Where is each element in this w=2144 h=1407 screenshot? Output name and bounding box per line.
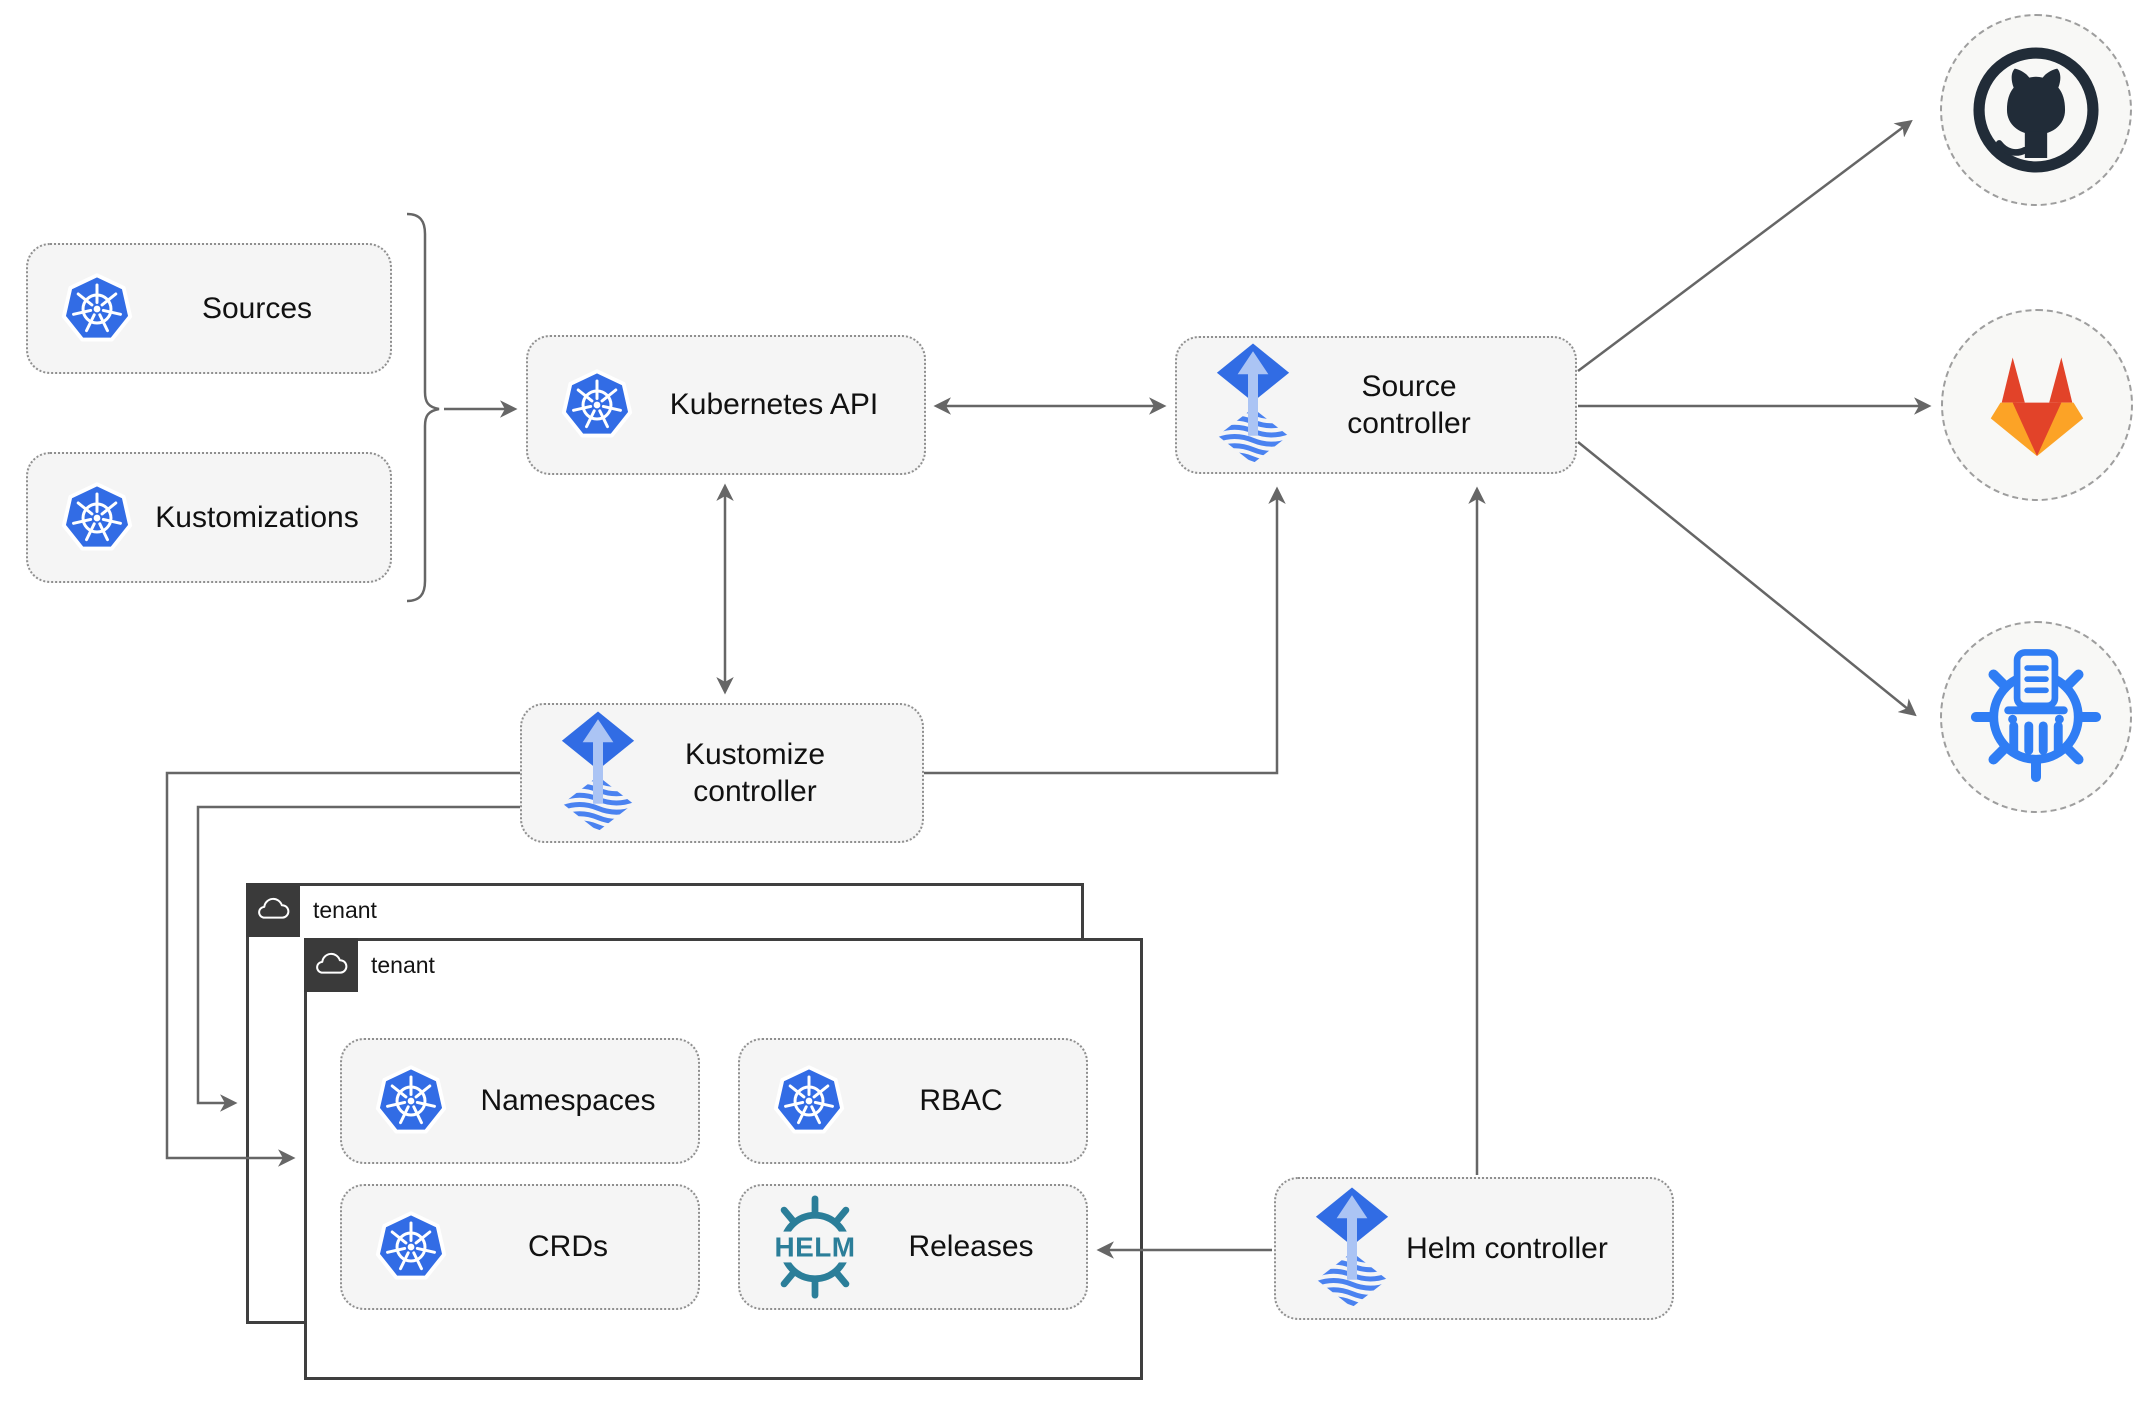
node-label: Sources: [201, 291, 313, 325]
flux-icon: [1213, 342, 1293, 468]
remote-github: [1940, 14, 2132, 206]
kubernetes-icon: [61, 272, 133, 341]
node-label: RBAC: [919, 1084, 1003, 1118]
node-label: Helm controller: [1406, 1231, 1608, 1265]
node-rbac: RBAC: [738, 1038, 1088, 1164]
flux-icon: [558, 710, 638, 836]
cloud-icon: [258, 897, 290, 919]
node-label: CRDs: [528, 1230, 608, 1264]
helm-logo-text: HELM: [774, 1232, 855, 1263]
tenant-label: tenant: [313, 896, 377, 923]
helm-icon: HELM: [762, 1194, 868, 1300]
node-namespaces: Namespaces: [340, 1038, 700, 1164]
helm-repository-icon: [1967, 648, 2105, 786]
kubernetes-icon: [773, 1065, 845, 1134]
node-kubernetes-api: Kubernetes API: [526, 335, 926, 475]
node-sources: Sources: [26, 243, 392, 374]
edge-kustomize-to-source: [924, 486, 1286, 775]
node-label: Releases: [908, 1230, 1034, 1264]
node-label: Source controller: [1347, 369, 1471, 441]
tenant-label: tenant: [371, 951, 435, 978]
node-label: Kustomize controller: [684, 737, 826, 809]
node-source-controller: Source controller: [1175, 336, 1577, 474]
node-label: Kustomizations: [155, 500, 359, 534]
remote-gitlab: [1941, 309, 2133, 501]
tenant-tab: [304, 938, 358, 992]
cloud-icon: [316, 952, 348, 974]
gitlab-icon: [1990, 357, 2084, 457]
node-crds: CRDs: [340, 1184, 700, 1310]
remote-helm-repository: [1940, 621, 2132, 813]
kubernetes-icon: [61, 481, 133, 550]
edge-source-to-helm-repository: [1577, 441, 1917, 717]
kubernetes-icon: [375, 1211, 447, 1280]
node-releases: HELM Releases: [738, 1184, 1088, 1310]
flux-icon: [1312, 1186, 1392, 1312]
node-helm-controller: Helm controller: [1274, 1177, 1674, 1320]
edge-source-to-github: [1577, 119, 1913, 372]
github-icon: [1969, 43, 2103, 177]
node-kustomize-controller: Kustomize controller: [520, 703, 924, 843]
node-label: Namespaces: [480, 1084, 656, 1118]
tenant-tab: [246, 883, 300, 937]
kubernetes-icon: [561, 369, 633, 438]
node-kustomizations: Kustomizations: [26, 452, 392, 583]
brace-resources: [406, 212, 440, 603]
kubernetes-icon: [375, 1065, 447, 1134]
node-label: Kubernetes API: [669, 388, 879, 422]
